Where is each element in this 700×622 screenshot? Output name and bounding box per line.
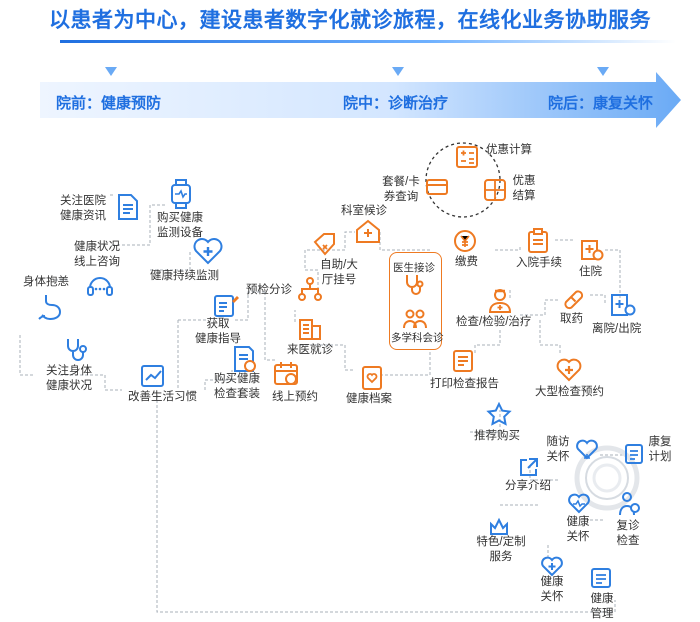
label-visit: 来医就诊 <box>287 344 333 356</box>
rehab-plan-icon <box>625 444 643 464</box>
stage-marker-pre <box>105 67 117 76</box>
stage-post-label: 院后：康复关怀 <box>548 95 654 112</box>
stethoscope-icon <box>67 339 87 361</box>
label-revisit: 复诊检查 <box>616 520 640 547</box>
stage-pre-label: 院前：健康预防 <box>56 95 162 112</box>
large-exam-icon <box>556 358 582 382</box>
checkup-package-icon <box>234 346 256 372</box>
stomach-icon <box>38 295 62 321</box>
title-underline <box>60 40 676 43</box>
label-rehab: 康复计划 <box>648 436 672 463</box>
admission-clipboard-icon <box>528 228 548 253</box>
doctor-stethoscope-icon <box>406 275 424 295</box>
label-doctor-visit: 医生接诊 <box>393 262 435 274</box>
label-buy-device: 购买健康监测设备 <box>157 212 203 239</box>
label-follow-hospital: 关注医院健康资讯 <box>60 195 106 222</box>
card-payment-icon <box>426 179 448 195</box>
label-buy-package: 购买健康检查套装 <box>214 373 260 400</box>
share-icon <box>520 458 538 476</box>
care-heart-icon <box>568 493 590 514</box>
label-recommend: 推荐购买 <box>474 430 520 442</box>
triage-flow-icon <box>298 277 322 301</box>
label-guidance: 获取健康指导 <box>195 318 241 345</box>
label-online-appt: 线上预约 <box>272 391 318 403</box>
settle-grid-icon <box>484 179 506 201</box>
stage-marker-post <box>597 67 609 76</box>
ticket-tag-icon <box>313 233 335 256</box>
label-special: 特色/定制服务 <box>476 536 526 563</box>
clinic-house-icon <box>356 219 380 243</box>
label-records: 健康档案 <box>346 393 392 405</box>
smartwatch-icon <box>171 179 191 209</box>
label-exam: 检查/检验/治疗 <box>456 316 532 328</box>
timeline-arrow <box>40 72 681 128</box>
label-manage: 健康管理 <box>590 593 614 620</box>
health-record-icon <box>362 366 382 390</box>
health-manage-icon <box>591 568 611 588</box>
calendar-appointment-icon <box>274 362 298 385</box>
label-hospitalize: 住院 <box>579 266 602 278</box>
label-triage: 预检分诊 <box>246 284 292 296</box>
label-discomfort: 身体抱恙 <box>23 276 69 288</box>
label-followup: 随访关怀 <box>546 436 570 463</box>
followup-heart-icon <box>576 439 598 460</box>
star-recommend-icon <box>486 402 512 426</box>
label-dept-wait: 科室候诊 <box>341 205 387 217</box>
label-discount: 优惠计算 <box>486 144 532 156</box>
revisit-person-icon <box>619 492 640 516</box>
doctor-icon <box>488 289 512 313</box>
habit-chart-icon <box>141 365 164 387</box>
pill-icon <box>564 290 584 310</box>
label-online-consult: 健康状况线上咨询 <box>74 241 120 268</box>
hospital-building-icon <box>299 319 321 340</box>
heart-monitor-icon <box>193 238 223 265</box>
label-share: 分享介绍 <box>505 480 551 492</box>
label-print-report: 打印检查报告 <box>430 378 499 390</box>
team-consult-icon <box>403 309 427 329</box>
special-service-icon <box>490 517 508 535</box>
inpatient-icon <box>581 240 604 261</box>
label-self-register: 自助/大厅挂号 <box>320 259 358 286</box>
consult-group-box <box>389 252 442 350</box>
calculator-icon <box>456 146 478 168</box>
yen-coin-icon <box>454 230 476 252</box>
label-monitor: 健康持续监测 <box>150 270 219 282</box>
label-package-query: 套餐/卡券查询 <box>382 176 420 203</box>
label-admit: 入院手续 <box>516 257 562 269</box>
headset-icon <box>87 277 113 296</box>
label-leave: 离院/出院 <box>592 323 642 335</box>
label-pay: 缴费 <box>455 256 478 268</box>
news-document-icon <box>118 194 138 220</box>
label-habits: 改善生活习惯 <box>128 391 197 403</box>
label-body-status: 关注身体健康状况 <box>46 365 92 392</box>
label-settle: 优惠结算 <box>512 175 536 202</box>
page-title: 以患者为中心，建设患者数字化就诊旅程，在线化业务协助服务 <box>49 9 651 32</box>
label-care: 健康关怀 <box>566 516 590 543</box>
label-mdt: 多学科会诊 <box>391 332 444 344</box>
guidance-clipboard-icon <box>214 295 239 317</box>
label-big-exam: 大型检查预约 <box>535 386 604 398</box>
label-care2: 健康关怀 <box>540 576 564 603</box>
print-report-icon <box>453 350 473 372</box>
stage-mid-label: 院中：诊断治疗 <box>343 95 449 112</box>
discharge-icon <box>611 294 636 316</box>
care-heart-plus-icon <box>541 556 563 577</box>
label-medicine: 取药 <box>560 313 583 325</box>
stage-marker-mid <box>392 67 404 76</box>
